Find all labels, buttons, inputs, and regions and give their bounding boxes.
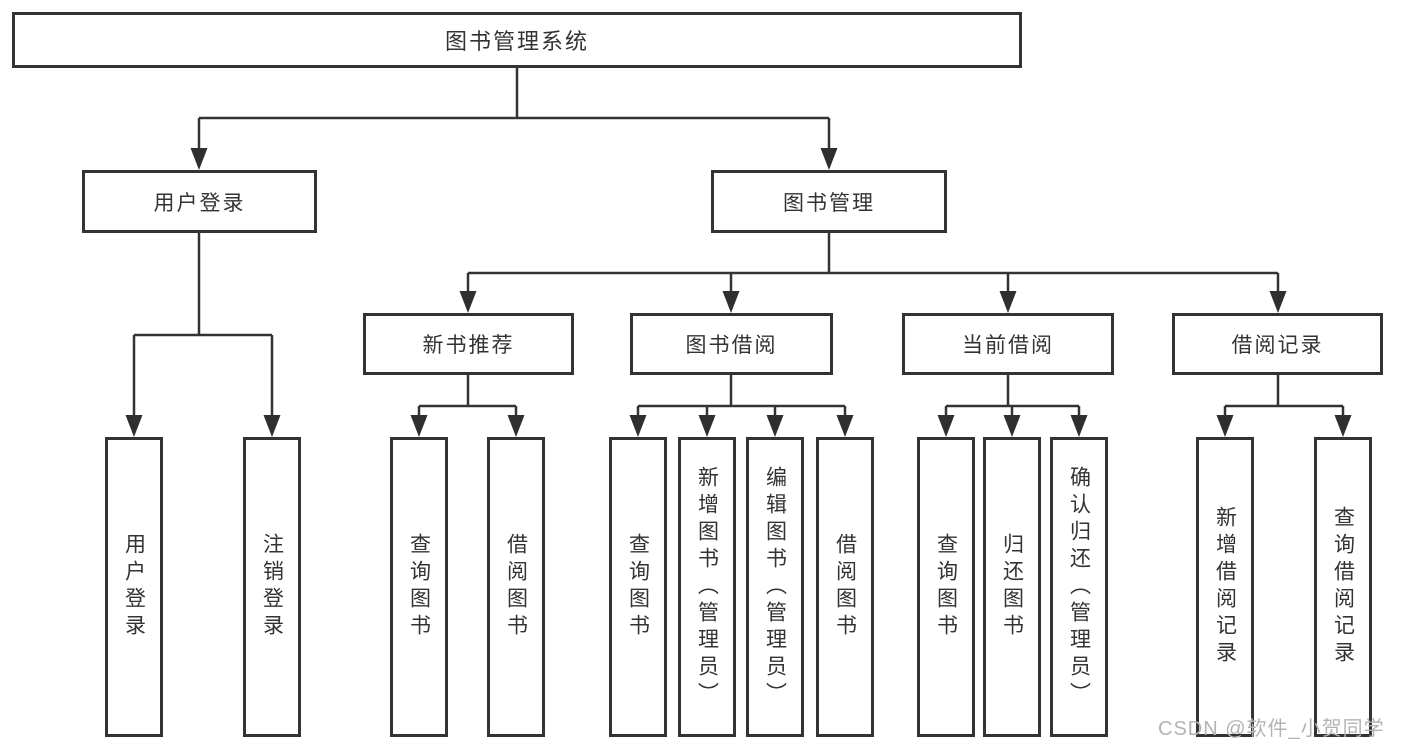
node-label: 归还图书: [1000, 533, 1024, 641]
node-label: 查询图书: [626, 533, 650, 641]
node-label: 图书管理系统: [444, 29, 589, 54]
node-label: 查询图书: [407, 533, 431, 641]
node-book-borrowing: 图书借阅: [630, 313, 833, 375]
leaf-query-books-1: 查询图书: [390, 437, 448, 737]
leaf-edit-books-admin: 编辑图书（管理员）: [746, 437, 804, 737]
leaf-add-books-admin: 新增图书（管理员）: [678, 437, 736, 737]
node-new-book-recommendation: 新书推荐: [363, 313, 574, 375]
node-label: 用户登录: [153, 191, 246, 215]
node-label: 借阅图书: [833, 533, 857, 641]
csdn-watermark: CSDN @软件_小贺同学: [1158, 718, 1385, 740]
node-current-borrowing: 当前借阅: [902, 313, 1114, 375]
node-label: 新书推荐: [422, 334, 515, 357]
node-label: 查询借阅记录: [1331, 506, 1355, 668]
leaf-user-login: 用户登录: [105, 437, 163, 737]
leaf-borrow-books-2: 借阅图书: [816, 437, 874, 737]
leaf-confirm-return-admin: 确认归还（管理员）: [1050, 437, 1108, 737]
node-label: 确认归还（管理员）: [1067, 465, 1091, 709]
leaf-query-borrow-record: 查询借阅记录: [1314, 437, 1372, 737]
node-label: 新增图书（管理员）: [695, 465, 719, 709]
node-user-login: 用户登录: [82, 170, 317, 233]
node-label: 新增借阅记录: [1213, 506, 1237, 668]
node-label: 借阅图书: [504, 533, 528, 641]
leaf-add-borrow-record: 新增借阅记录: [1196, 437, 1254, 737]
node-root-library-management-system: 图书管理系统: [12, 12, 1022, 68]
node-label: 查询图书: [934, 533, 958, 641]
node-label: 借阅记录: [1231, 334, 1324, 357]
node-borrowing-records: 借阅记录: [1172, 313, 1383, 375]
node-label: 编辑图书（管理员）: [763, 465, 787, 709]
leaf-logout: 注销登录: [243, 437, 301, 737]
leaf-query-books-3: 查询图书: [917, 437, 975, 737]
leaf-borrow-books-1: 借阅图书: [487, 437, 545, 737]
leaf-return-books: 归还图书: [983, 437, 1041, 737]
node-label: 图书管理: [783, 191, 875, 215]
node-label: 注销登录: [260, 533, 284, 641]
leaf-query-books-2: 查询图书: [609, 437, 667, 737]
node-label: 当前借阅: [962, 334, 1054, 357]
node-label: 用户登录: [122, 533, 146, 641]
node-label: 图书借阅: [685, 334, 778, 357]
node-book-management: 图书管理: [711, 170, 947, 233]
